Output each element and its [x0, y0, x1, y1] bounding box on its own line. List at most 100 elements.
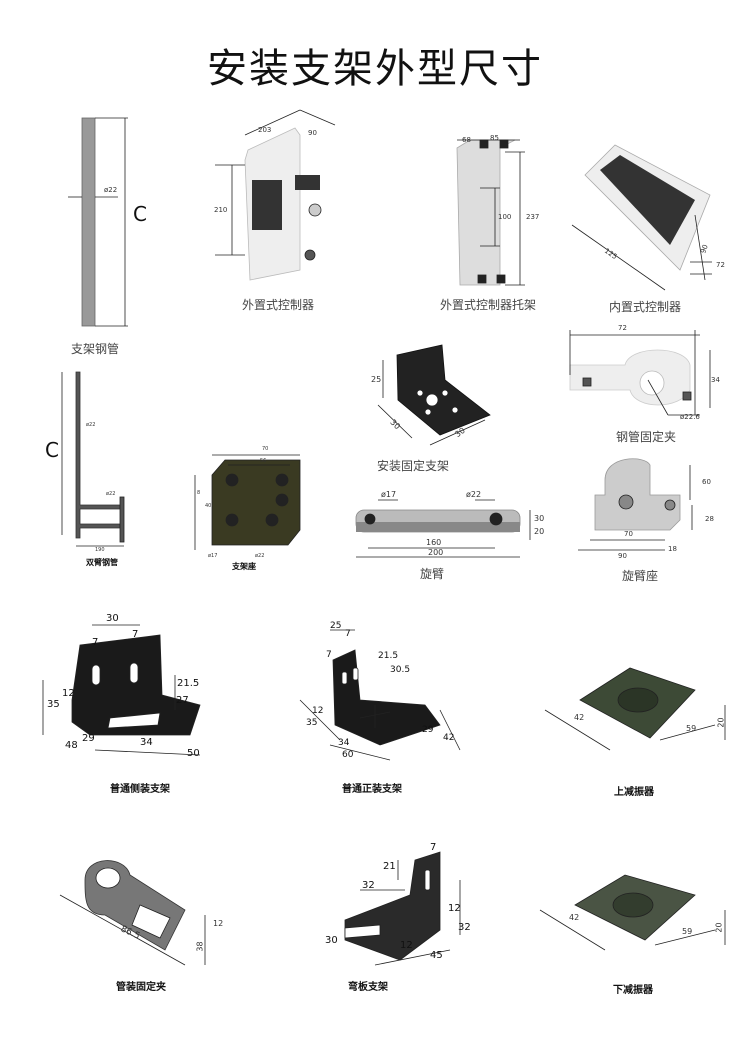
dim: 190	[95, 547, 105, 553]
dim: 32	[362, 880, 375, 891]
dim: 32	[458, 922, 471, 933]
caption-lower-damper: 下减振器	[613, 985, 653, 996]
dim: 42	[443, 733, 455, 743]
dim: 70	[624, 530, 633, 538]
dim: 60	[702, 478, 711, 486]
dim: 25	[371, 375, 382, 384]
internal-controller-drawing	[571, 144, 712, 291]
dim: 35	[306, 718, 318, 728]
dim: 34	[338, 738, 350, 748]
dim: 42	[574, 713, 585, 722]
dim: 7	[132, 629, 139, 640]
swing-arm-seat-drawing	[578, 458, 693, 551]
caption-front-mount-bracket: 普通正装支架	[342, 784, 402, 795]
front-mount-bracket-drawing	[299, 629, 461, 761]
dim: 7	[430, 842, 437, 853]
dim: 28	[705, 515, 714, 523]
dim: 100	[498, 213, 512, 221]
tube-mount-clamp-drawing	[59, 860, 206, 966]
caption-double-arm-pipe: 双臂钢管	[86, 558, 118, 567]
dim: 38	[195, 941, 205, 952]
dim: 18	[668, 545, 677, 553]
dim: 90	[618, 552, 627, 560]
dim: 72	[716, 261, 725, 269]
external-controller-drawing	[215, 109, 336, 281]
dim: 21	[383, 861, 396, 872]
dim: 7	[92, 637, 99, 648]
dim: 68	[462, 136, 471, 144]
caption-tube-mount-clamp: 管装固定夹	[116, 982, 166, 993]
side-mount-bracket-drawing	[42, 624, 201, 756]
dim: 27	[176, 695, 189, 706]
dim: 30	[534, 514, 545, 523]
dim: 30.5	[390, 665, 411, 675]
dim: 7	[345, 629, 351, 639]
pipe-fixing-clamp-drawing	[569, 330, 711, 416]
caption-support-seat: 支架座	[232, 562, 256, 571]
dim: 40	[205, 503, 212, 509]
caption-external-controller: 外置式控制器	[241, 298, 315, 312]
dim: ø22	[106, 491, 116, 497]
dim: 42	[569, 913, 580, 922]
caption-swing-arm-seat: 旋臂座	[621, 569, 659, 583]
steel-pipe-drawing	[68, 117, 128, 327]
dim: 20	[534, 527, 545, 536]
dim: 60	[342, 750, 354, 760]
dim: ø22	[255, 553, 265, 559]
dim: 12	[62, 688, 75, 699]
dim: 203	[258, 126, 272, 134]
caption-pipe-fixing-clamp: 钢管固定夹	[615, 430, 677, 444]
dim: 200	[428, 548, 444, 557]
dim: 72	[618, 324, 627, 332]
dim: C	[133, 202, 147, 226]
dim: 30	[325, 935, 338, 946]
caption-controller-holder: 外置式控制器托架	[439, 298, 537, 312]
dim: 12	[448, 903, 461, 914]
dim: 12	[312, 706, 324, 716]
caption-swing-arm: 旋臂	[419, 567, 445, 581]
dim: C	[45, 438, 59, 462]
dim: 20	[716, 717, 726, 728]
mounting-fixed-bracket-drawing	[377, 344, 491, 446]
lower-damper-drawing	[539, 874, 726, 951]
support-seat-drawing	[194, 454, 301, 550]
dim: 35	[47, 699, 60, 710]
dim: 21.5	[177, 678, 200, 689]
dim: 160	[426, 538, 442, 547]
dim: 59	[682, 927, 693, 936]
dim: 45	[430, 950, 443, 961]
dim: 21.5	[378, 651, 399, 661]
caption-steel-pipe: 支架钢管	[70, 342, 120, 356]
dim: 29	[82, 733, 95, 744]
dim: 59	[686, 724, 697, 733]
dim: 12	[213, 919, 224, 928]
caption-bent-plate-bracket: 弯板支架	[348, 982, 388, 993]
dim: 210	[214, 206, 228, 214]
dim: 30	[106, 613, 119, 624]
dim: 237	[526, 213, 540, 221]
double-arm-pipe-drawing	[61, 371, 125, 547]
controller-holder-drawing	[456, 139, 525, 286]
dim: 29	[422, 725, 434, 735]
swing-arm-drawing	[355, 499, 531, 558]
dim: ø22	[104, 186, 118, 194]
dim: ø17	[208, 553, 218, 559]
dim: 20	[714, 922, 724, 933]
dim: 7	[326, 650, 332, 660]
dim: ø22	[466, 490, 482, 499]
dim: 12	[400, 940, 413, 951]
dim: 25	[330, 621, 342, 631]
bent-plate-bracket-drawing	[344, 851, 461, 966]
dim: 34	[711, 376, 720, 384]
dim: ø22	[86, 422, 96, 428]
dim: 34	[140, 737, 153, 748]
caption-side-mount-bracket: 普通侧装支架	[110, 784, 170, 795]
dim: 70	[262, 446, 269, 452]
page-title: 安装支架外型尺寸	[207, 46, 543, 92]
caption-mounting-fixed-bracket: 安装固定支架	[376, 459, 450, 473]
dim: ø17	[381, 490, 397, 499]
caption-internal-controller: 内置式控制器	[608, 300, 682, 314]
dim: 48	[65, 740, 78, 751]
